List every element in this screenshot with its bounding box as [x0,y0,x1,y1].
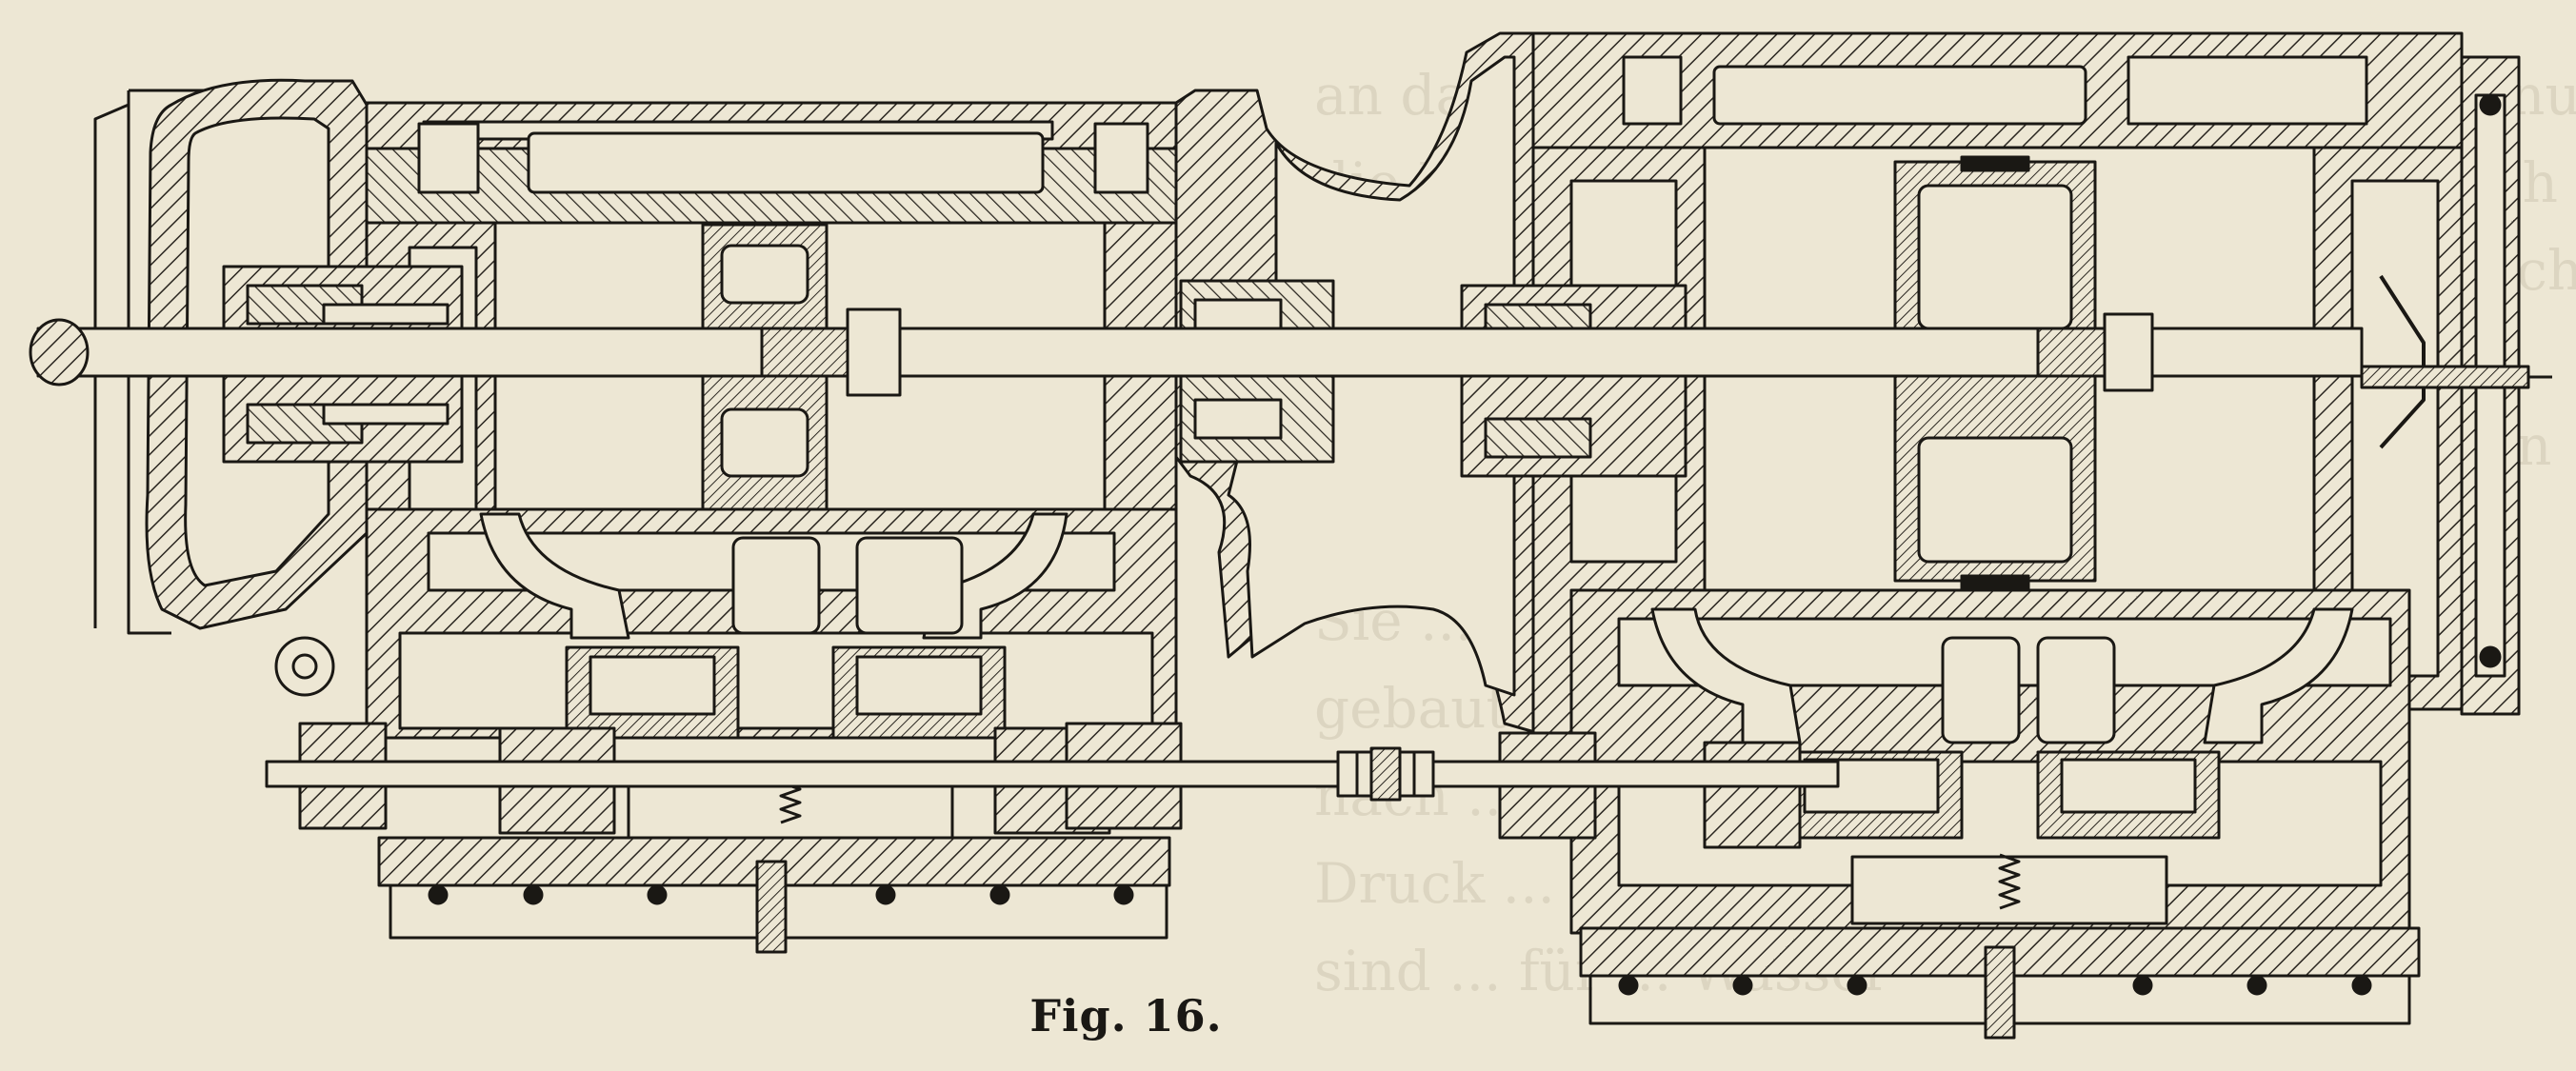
figure-caption: Fig. 16. [0,990,2576,1041]
left-eye-lug [274,636,335,697]
left-pump-unit [93,78,1183,954]
piston-rods [29,307,2552,802]
right-pump-unit [1460,31,2521,1040]
rod-end-left [29,318,90,387]
left-cover-bolts [428,884,1134,905]
figure-caption-text: Fig. 16. [1029,990,1223,1041]
valve-rod [265,760,1840,788]
tail-rod [2360,365,2530,389]
right-cover-bolts [1618,975,2372,996]
main-piston-rod [36,327,2364,378]
